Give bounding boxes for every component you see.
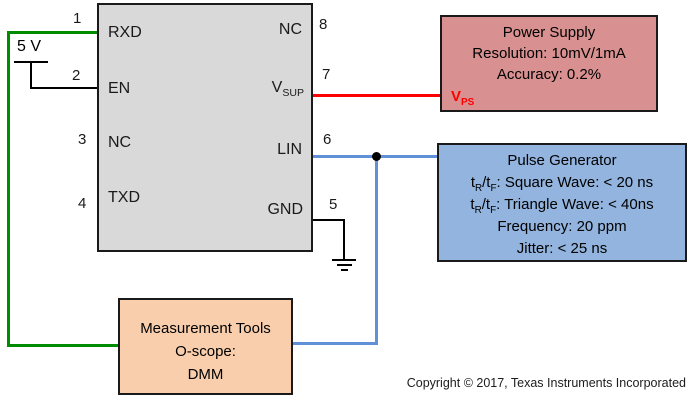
- wire-green-bottom: [7, 344, 118, 347]
- pin-number-8: 8: [319, 16, 328, 33]
- square-spec: : Square Wave: < 20 ns: [496, 174, 654, 191]
- power-supply-box: Power Supply Resolution: 10mV/1mA Accura…: [440, 15, 658, 112]
- ground-bar-2: [337, 264, 352, 266]
- measurement-tools-oscope: O-scope:: [175, 343, 236, 360]
- pin-number-2: 2: [72, 67, 81, 84]
- vps-terminal-main: V: [451, 88, 462, 105]
- square-t2: /t: [482, 174, 491, 191]
- pin-label-rxd: RXD: [108, 24, 142, 41]
- pin-label-vsup: VSUP: [271, 79, 304, 100]
- supply-5v-label: 5 V: [17, 38, 42, 55]
- wire-green-top: [7, 31, 97, 34]
- pin-label-vsup-main: V: [271, 79, 283, 96]
- power-supply-resolution: Resolution: 10mV/1mA: [472, 45, 626, 62]
- vps-terminal-label: VPS: [451, 88, 475, 108]
- wire-green-vertical: [7, 31, 10, 347]
- measurement-tools-dmm: DMM: [187, 366, 224, 383]
- pin-number-1: 1: [73, 10, 82, 27]
- pulse-generator-box: Pulse Generator tR/tF: Square Wave: < 20…: [437, 143, 687, 262]
- triangle-sub-r: R: [474, 205, 482, 216]
- pin-number-5: 5: [329, 196, 338, 213]
- copyright-text: Copyright © 2017, Texas Instruments Inco…: [406, 376, 686, 390]
- triangle-t: t: [470, 196, 475, 213]
- ground-bar-3: [341, 269, 348, 271]
- power-supply-accuracy: Accuracy: 0.2%: [496, 66, 602, 83]
- vps-terminal-sub: PS: [461, 97, 475, 108]
- pulse-generator-title: Pulse Generator: [507, 152, 617, 169]
- pin-label-en: EN: [108, 80, 131, 97]
- triangle-t2: /t: [481, 196, 491, 213]
- supply-rail-stem: [30, 61, 32, 88]
- ground-bar-1: [332, 259, 356, 261]
- pulse-generator-triangle-wave: tR/tF: Triangle Wave: < 40ns: [439, 194, 685, 216]
- measurement-tools-box: Measurement Tools O-scope: DMM: [118, 298, 293, 395]
- wire-blue-bottom: [291, 342, 378, 345]
- pin-label-nc-right: NC: [278, 21, 302, 38]
- ic-chip: [97, 3, 313, 252]
- pin-label-gnd: GND: [267, 201, 303, 218]
- pulse-generator-frequency: Frequency: 20 ppm: [497, 218, 627, 235]
- wire-gnd-stem: [343, 219, 345, 259]
- pin-label-txd: TXD: [108, 189, 140, 206]
- pin-number-7: 7: [322, 66, 331, 83]
- measurement-tools-title: Measurement Tools: [140, 320, 271, 337]
- pin-label-lin: LIN: [277, 141, 302, 158]
- square-sub-f: F: [490, 183, 497, 194]
- power-supply-title: Power Supply: [502, 24, 596, 41]
- triangle-sub-f: F: [490, 205, 497, 216]
- pin-label-nc-left: NC: [108, 134, 132, 151]
- pulse-generator-square-wave: tR/tF: Square Wave: < 20 ns: [439, 172, 685, 194]
- pin-number-6: 6: [323, 131, 332, 148]
- pulse-generator-jitter: Jitter: < 25 ns: [516, 240, 608, 257]
- wire-gnd: [312, 219, 344, 221]
- triangle-spec: : Triangle Wave: < 40ns: [496, 196, 654, 213]
- wire-red-vsup: [312, 94, 440, 97]
- pin-number-4: 4: [78, 195, 87, 212]
- junction-dot: [372, 152, 381, 161]
- pin-label-vsup-sub: SUP: [282, 87, 304, 100]
- pin-number-3: 3: [78, 131, 87, 148]
- wire-blue-vertical: [375, 155, 378, 345]
- wire-en: [30, 87, 97, 89]
- square-t: t: [470, 174, 475, 191]
- square-sub-r: R: [475, 183, 483, 194]
